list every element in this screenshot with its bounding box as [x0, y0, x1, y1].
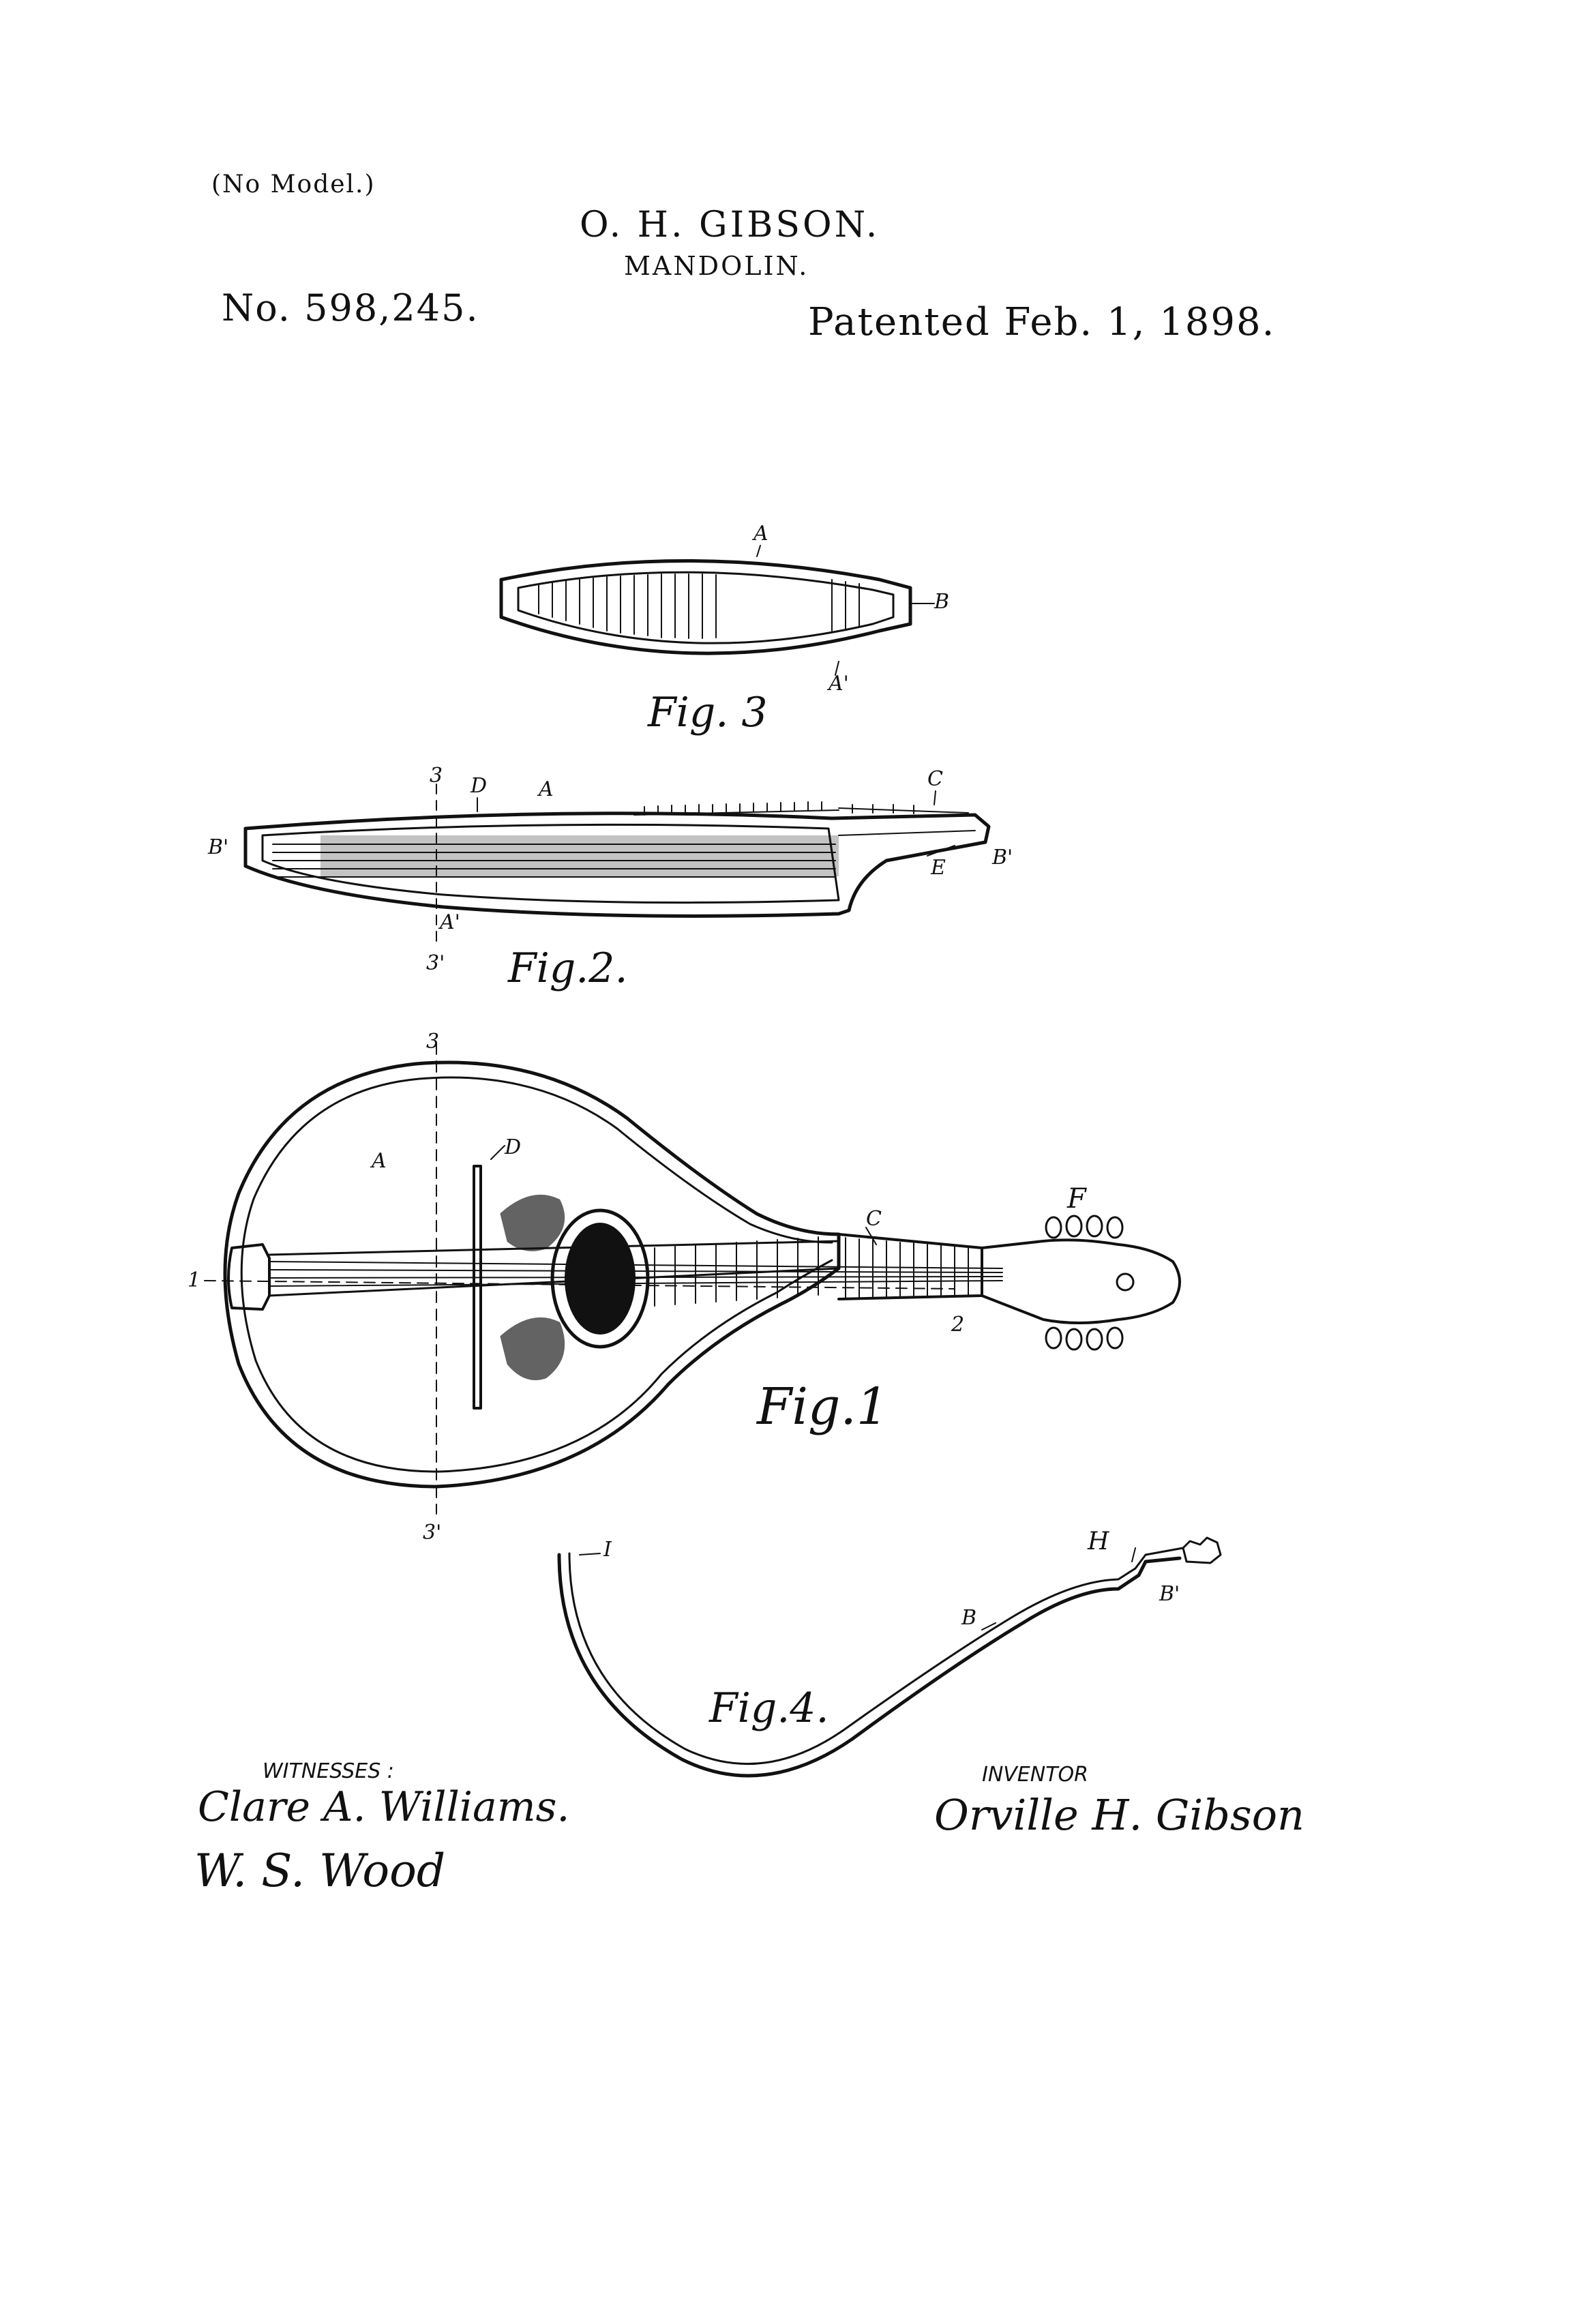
- ref-h-fig4: H: [1088, 1528, 1109, 1555]
- ref-3-fig1: 3: [426, 1030, 440, 1054]
- ref-b-prime-right-fig2: B': [992, 846, 1013, 869]
- inventor-name: O. H. GIBSON.: [580, 205, 880, 245]
- ref-d-fig2: D: [471, 774, 488, 798]
- ref-i-fig4: I: [603, 1538, 612, 1562]
- ref-c-fig2: C: [927, 767, 943, 791]
- ref-3-prime-fig1: 3': [423, 1521, 442, 1545]
- figure-1-front-view: [204, 1043, 1181, 1515]
- figure-4-rib: [557, 1536, 1222, 1778]
- witness-signature-2: W. S. Wood: [194, 1845, 446, 1897]
- invention-title: MANDOLIN.: [624, 251, 809, 281]
- ref-e-fig2: E: [931, 856, 946, 880]
- witnesses-label: WITNESSES :: [263, 1759, 394, 1783]
- ref-3-prime-fig2: 3': [426, 951, 445, 975]
- ref-d-fig1: D: [505, 1135, 522, 1159]
- figure-1-label: Fig.1: [757, 1377, 889, 1436]
- ref-f-fig1: F: [1067, 1183, 1086, 1215]
- ref-a-prime-fig2: A': [440, 910, 460, 934]
- no-model-note: (No Model.): [211, 170, 376, 198]
- figure-2-section: [243, 784, 991, 942]
- ref-b-prime-left-fig2: B': [208, 835, 229, 859]
- ref-a-fig2: A: [539, 777, 554, 801]
- ref-b-fig4: B: [961, 1606, 977, 1630]
- ref-b-prime-fig4: B': [1159, 1582, 1180, 1606]
- ref-a-prime-fig3: A': [829, 672, 849, 696]
- figure-3-section: [499, 545, 935, 676]
- inventor-label: INVENTOR: [982, 1763, 1088, 1787]
- ref-c-fig1: C: [866, 1207, 882, 1231]
- patent-date: Patented Feb. 1, 1898.: [808, 300, 1276, 344]
- ref-b-fig3: B: [934, 590, 950, 614]
- ref-a-fig1: A: [372, 1149, 387, 1173]
- figure-2-label: Fig.2.: [508, 944, 628, 992]
- ref-2-fig1: 2: [951, 1313, 965, 1337]
- ref-a-fig3: A: [753, 522, 768, 546]
- figure-3-label: Fig. 3: [648, 689, 768, 736]
- inventor-signature: Orville H. Gibson: [934, 1790, 1304, 1840]
- figure-4-label: Fig.4.: [709, 1684, 829, 1732]
- ref-1-fig1: 1: [188, 1268, 201, 1292]
- ref-3-fig2: 3: [430, 764, 443, 788]
- witness-signature-1: Clare A. Williams.: [198, 1783, 570, 1831]
- patent-number: No. 598,245.: [222, 286, 479, 329]
